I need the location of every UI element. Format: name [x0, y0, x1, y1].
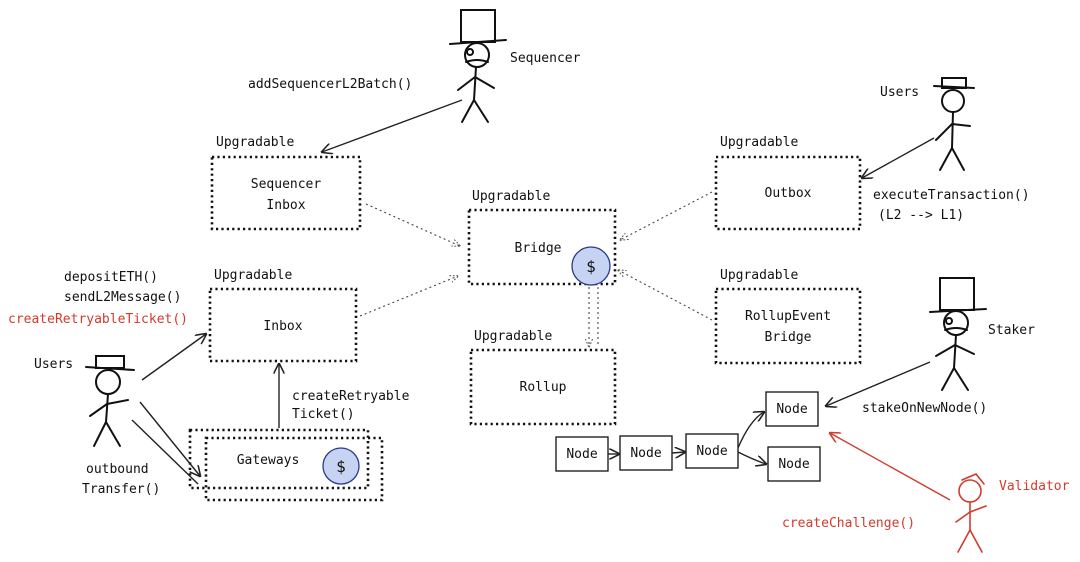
staker-label: Staker	[988, 323, 1035, 338]
dotted-seqinbox-to-bridge	[366, 204, 460, 246]
dollar-coin-icon: $	[323, 448, 359, 484]
coin-symbol: $	[586, 257, 596, 276]
arrow-validator-to-node	[830, 433, 950, 500]
call-send-l2-message: sendL2Message()	[64, 290, 181, 305]
dollar-coin-icon: $	[572, 247, 610, 285]
node-box: Node	[766, 392, 818, 426]
svg-text:Node: Node	[778, 457, 809, 472]
call-add-batch: addSequencerL2Batch()	[248, 77, 412, 92]
call-create-retryable-ticket: createRetryableTicket()	[8, 312, 188, 327]
top-hat-stick-figure-icon	[930, 278, 986, 390]
inbox-contract: Upgradable Inbox	[210, 268, 356, 361]
call-execute-transaction: executeTransaction()	[873, 188, 1030, 203]
svg-text:Node: Node	[566, 447, 597, 462]
contract-name: RollupEvent	[745, 309, 831, 324]
arrow-users-to-inbox	[142, 334, 206, 380]
sequencer-label: Sequencer	[510, 51, 581, 66]
top-hat-stick-figure-icon	[450, 10, 506, 122]
contract-name: Bridge	[515, 241, 562, 256]
call-outbound-line2: Transfer()	[82, 482, 160, 497]
outbox-contract: Upgradable Outbox	[716, 135, 860, 229]
users-top-label: Users	[880, 85, 919, 100]
contract-name: Gateways	[237, 453, 300, 468]
call-outbound-line1: outbound	[86, 462, 149, 477]
upgradable-tag: Upgradable	[720, 135, 798, 150]
contract-name-line2: Inbox	[266, 198, 305, 213]
node-box: Node	[556, 437, 608, 471]
svg-text:Node: Node	[776, 402, 807, 417]
svg-text:Node: Node	[630, 446, 661, 461]
node-chain: Node Node Node Node Node	[556, 392, 820, 481]
bridge-contract: Upgradable Bridge $	[469, 189, 615, 285]
gateways-contract: Gateways $	[190, 430, 382, 500]
validator-actor: Validator	[956, 474, 1070, 552]
users-left-actor: Users	[34, 356, 134, 446]
hat-stick-figure-icon	[86, 356, 134, 446]
arrow-staker-to-node	[826, 362, 930, 406]
users-top-actor: Users	[880, 78, 974, 170]
contract-name-line2: Bridge	[765, 330, 812, 345]
sequencer-inbox-contract: Upgradable Sequencer Inbox	[212, 135, 360, 229]
contract-name: Inbox	[263, 319, 302, 334]
dotted-inbox-to-bridge	[360, 276, 458, 316]
contract-name: Sequencer	[251, 177, 322, 192]
node-box: Node	[686, 434, 738, 468]
rollup-event-bridge-contract: Upgradable RollupEvent Bridge	[716, 268, 860, 363]
call-deposit-eth: depositETH()	[64, 270, 158, 285]
upgradable-tag: Upgradable	[472, 189, 550, 204]
upgradable-tag: Upgradable	[216, 135, 294, 150]
users-left-label: Users	[34, 357, 73, 372]
call-execute-direction: (L2 --> L1)	[878, 208, 964, 223]
contract-name: Rollup	[520, 380, 567, 395]
validator-label: Validator	[999, 479, 1070, 494]
svg-text:Node: Node	[696, 444, 727, 459]
top-hat-stick-figure-icon	[956, 474, 986, 552]
upgradable-tag: Upgradable	[214, 268, 292, 283]
coin-symbol: $	[336, 457, 346, 476]
upgradable-tag: Upgradable	[474, 329, 552, 344]
rollup-contract: Upgradable Rollup	[471, 329, 615, 424]
node-box: Node	[768, 447, 820, 481]
hat-stick-figure-icon	[934, 78, 974, 170]
node-box: Node	[620, 436, 672, 470]
upgradable-tag: Upgradable	[720, 268, 798, 283]
call-create-retryable-line1: createRetryable	[292, 389, 410, 404]
call-stake-on-new-node: stakeOnNewNode()	[862, 401, 987, 416]
dotted-outbox-to-bridge	[620, 192, 712, 240]
call-create-challenge: createChallenge()	[782, 516, 915, 531]
arrow-users-to-outbox	[862, 138, 934, 178]
call-create-retryable-line2: Ticket()	[292, 407, 355, 422]
contract-name: Outbox	[765, 186, 812, 201]
arrow-users-to-gateways	[140, 402, 200, 476]
arrow-sequencer-to-inbox	[322, 100, 462, 152]
sequencer-actor: Sequencer	[450, 10, 581, 122]
staker-actor: Staker	[930, 278, 1035, 390]
dotted-reb-to-bridge	[618, 270, 712, 320]
